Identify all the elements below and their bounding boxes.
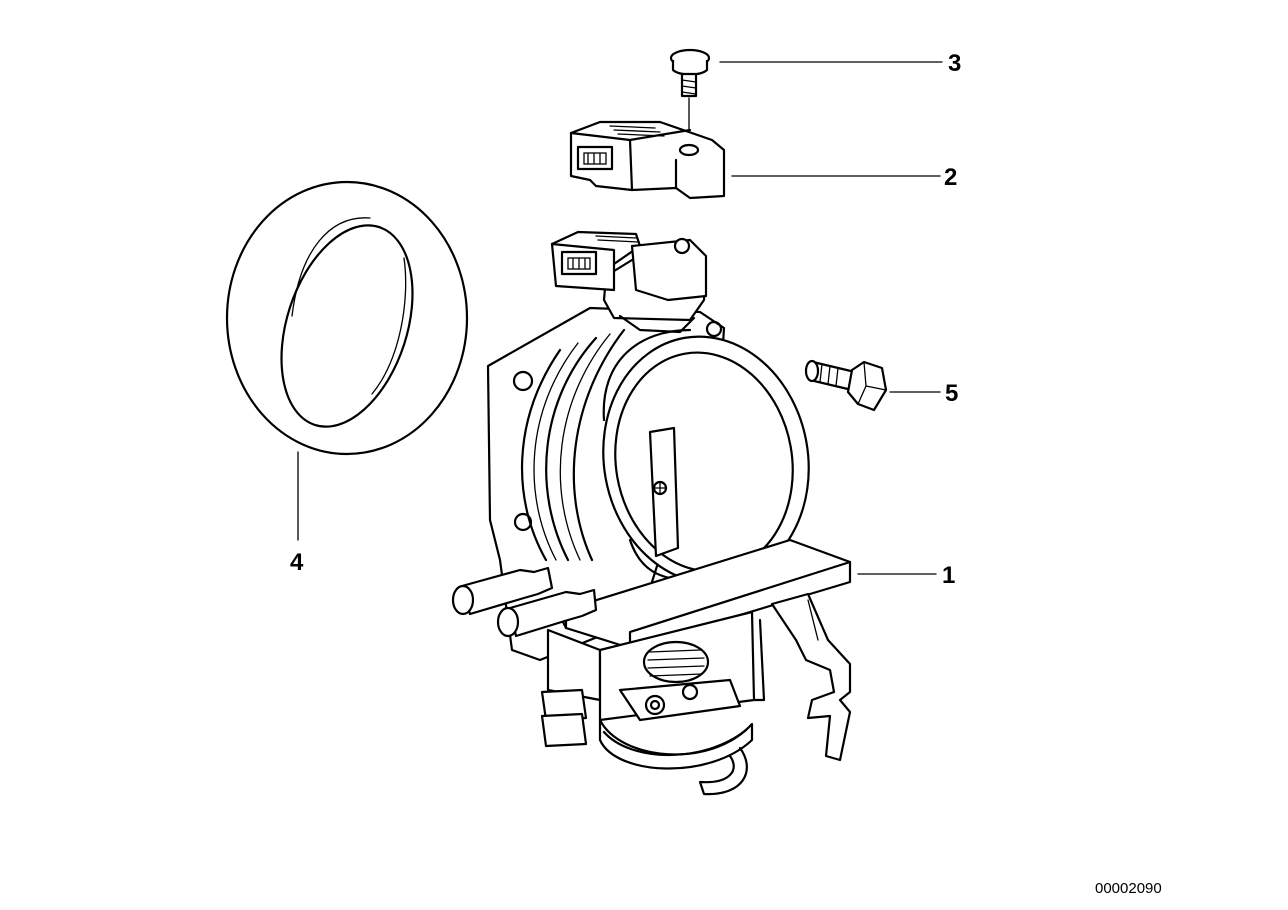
callout-label-5: 5 (945, 380, 958, 407)
leader-lines (297, 61, 943, 575)
throttle-housing-part (451, 230, 852, 796)
callout-label-1: 1 (942, 562, 955, 589)
screw-part (669, 48, 711, 141)
callout-label-3: 3 (948, 50, 961, 77)
sleeve-ring-part (225, 180, 469, 456)
callout-label-4: 4 (290, 549, 304, 576)
callout-label-2: 2 (944, 164, 957, 191)
sensor-part (569, 120, 726, 200)
diagram-id: 00002090 (1095, 880, 1162, 897)
bolt-part (804, 359, 888, 412)
